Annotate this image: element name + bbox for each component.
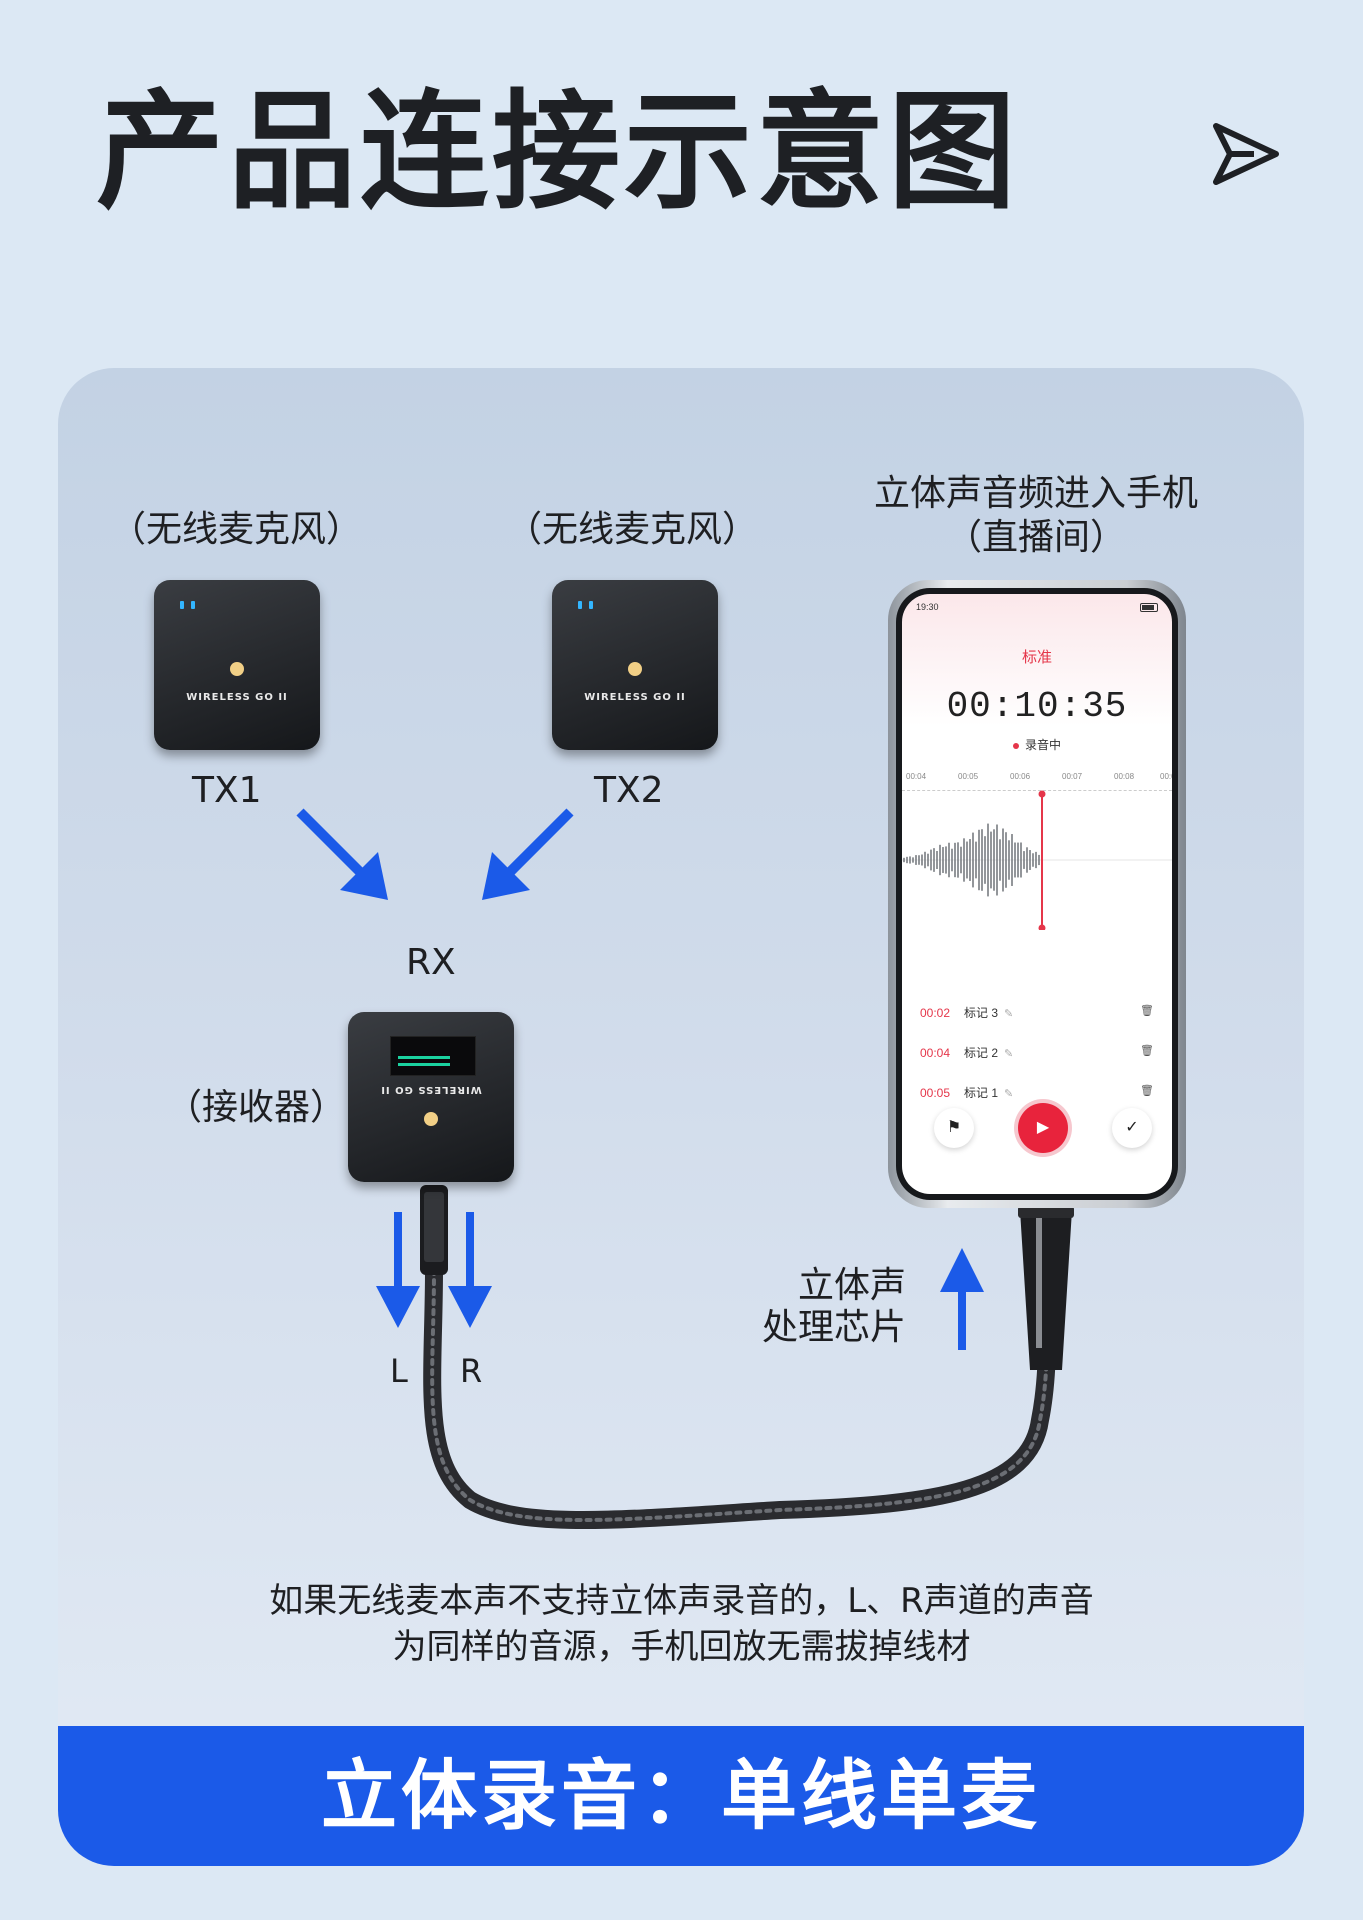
check-icon: ✓: [1125, 1119, 1138, 1136]
trash-icon[interactable]: 🗑: [1140, 1084, 1154, 1097]
mic1-device: WIRELESS GO II: [154, 580, 320, 750]
ruler-tick: 00:08: [1114, 772, 1134, 781]
edit-icon[interactable]: ✎: [1004, 1048, 1013, 1060]
recording-dot-icon: [1013, 743, 1019, 749]
trash-icon[interactable]: 🗑: [1140, 1004, 1154, 1017]
page-title: 产品连接示意图: [96, 78, 1020, 228]
mic2-device: WIRELESS GO II: [552, 580, 718, 750]
led-indicator-icon: [578, 594, 608, 602]
device-brand: WIRELESS GO II: [348, 1084, 514, 1095]
level-meter-icon: [398, 1056, 450, 1059]
send-arrow-icon: [1210, 118, 1282, 190]
edit-icon[interactable]: ✎: [1004, 1008, 1013, 1020]
flag-button[interactable]: ⚑: [934, 1108, 974, 1148]
device-brand: WIRELESS GO II: [552, 692, 718, 703]
note-line2: 为同样的音源，手机回放无需拔掉线材: [0, 1624, 1363, 1670]
edit-icon[interactable]: ✎: [1004, 1088, 1013, 1100]
receiver-device: WIRELESS GO II: [348, 1012, 514, 1182]
chip-label-line2: 处理芯片: [760, 1298, 906, 1350]
play-icon: ▶: [1037, 1119, 1049, 1136]
led-indicator-icon: [180, 594, 210, 602]
receiver-label: （接收器）: [166, 1078, 346, 1130]
note-text: 如果无线麦本声不支持立体声录音的，L、R声道的声音 为同样的音源，手机回放无需拔…: [0, 1578, 1363, 1670]
right-channel-label: R: [460, 1352, 482, 1390]
mic2-label: （无线麦克风）: [506, 500, 758, 552]
mic1-tag: TX1: [192, 770, 262, 811]
recorder-app: 19:30 标准 00:10:35 录音中 00:04 00:05 00:06 …: [902, 594, 1172, 1194]
trash-icon[interactable]: 🗑: [1140, 1044, 1154, 1057]
power-button-icon: [424, 1112, 438, 1126]
waveform: [902, 790, 1172, 930]
timeline-ruler: 00:04 00:05 00:06 00:07 00:08 00:0: [902, 772, 1172, 788]
battery-icon: [1140, 603, 1158, 612]
status-bar-time: 19:30: [916, 602, 939, 612]
smartphone: 19:30 标准 00:10:35 录音中 00:04 00:05 00:06 …: [888, 580, 1186, 1208]
recording-timer: 00:10:35: [902, 686, 1172, 727]
play-button[interactable]: ▶: [1018, 1103, 1068, 1153]
ruler-tick: 00:06: [1010, 772, 1030, 781]
ruler-tick: 00:04: [906, 772, 926, 781]
ruler-tick: 00:0: [1160, 772, 1172, 781]
phone-caption-line2: （直播间）: [826, 508, 1246, 560]
receiver-tag: RX: [406, 942, 456, 983]
power-button-icon: [230, 662, 244, 676]
mic1-label: （无线麦克风）: [110, 500, 362, 552]
left-channel-label: L: [390, 1352, 408, 1390]
mic2-tag: TX2: [594, 770, 664, 811]
device-brand: WIRELESS GO II: [154, 692, 320, 703]
recording-status: 录音中: [902, 736, 1172, 753]
note-line1: 如果无线麦本声不支持立体声录音的，L、R声道的声音: [0, 1578, 1363, 1624]
level-meter-icon: [398, 1063, 450, 1066]
power-button-icon: [628, 662, 642, 676]
recording-mode[interactable]: 标准: [902, 646, 1172, 667]
flag-icon: ⚑: [947, 1119, 961, 1136]
bottom-banner: 立体录音：单线单麦: [58, 1726, 1304, 1866]
ruler-tick: 00:07: [1062, 772, 1082, 781]
ruler-tick: 00:05: [958, 772, 978, 781]
confirm-button[interactable]: ✓: [1112, 1108, 1152, 1148]
